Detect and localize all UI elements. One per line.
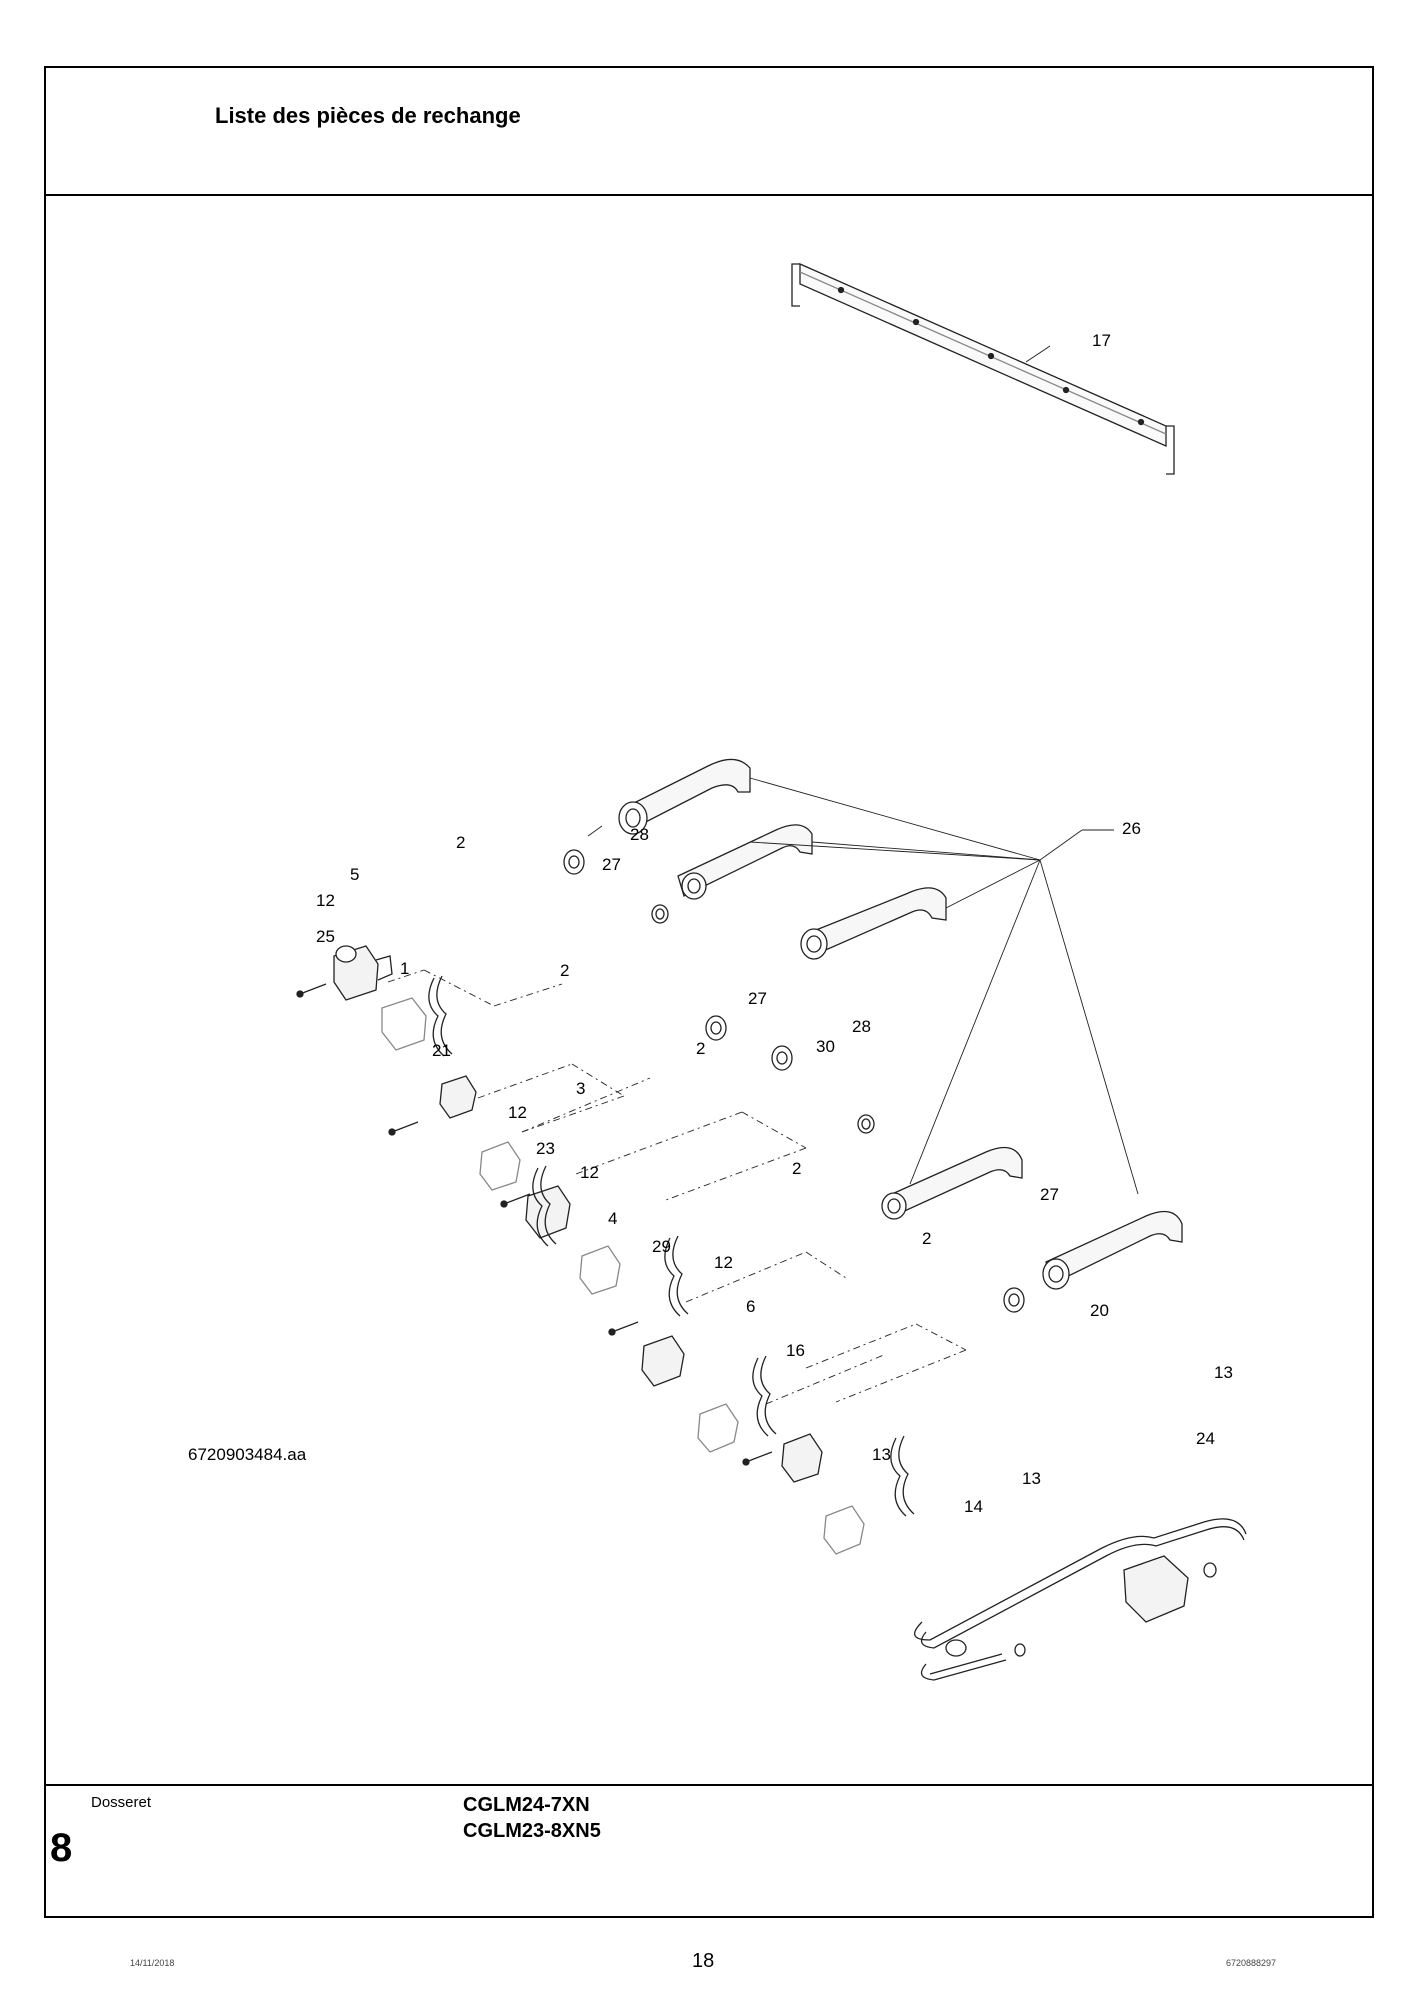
- callout-23: 23: [536, 1139, 555, 1158]
- header: Liste des pièces de rechange: [46, 68, 1372, 196]
- print-date: 14/11/2018: [130, 1958, 175, 1968]
- assembly-lines: [387, 969, 967, 1405]
- callout-30: 30: [816, 1037, 835, 1056]
- exploded-view-drawing: 17 26 28 27 2 5 12 25 1 2 21 27 30 28 3 …: [46, 194, 1372, 1788]
- section-number: 8: [50, 1826, 73, 1870]
- callout-labels: 17 26 28 27 2 5 12 25 1 2 21 27 30 28 3 …: [316, 331, 1233, 1516]
- callout-5: 5: [350, 865, 359, 884]
- callout-14: 14: [964, 1497, 983, 1516]
- callout-2b: 2: [560, 961, 569, 980]
- callout-2c: 2: [696, 1039, 705, 1058]
- callout-16: 16: [786, 1341, 805, 1360]
- pipes: [618, 758, 1183, 1290]
- callout-12b: 12: [508, 1103, 527, 1122]
- page-title: Liste des pièces de rechange: [215, 103, 521, 128]
- screws: [296, 983, 773, 1466]
- callout-25: 25: [316, 927, 335, 946]
- callout-12: 12: [316, 891, 335, 910]
- figure-reference: 6720903484.aa: [188, 1445, 307, 1464]
- callout-4: 4: [608, 1209, 617, 1228]
- seals: [563, 849, 1025, 1313]
- callout-27b: 27: [748, 989, 767, 1008]
- callout-13c: 13: [1022, 1469, 1041, 1488]
- callout-2e: 2: [922, 1229, 931, 1248]
- callout-1: 1: [400, 959, 409, 978]
- callout-24: 24: [1196, 1429, 1215, 1448]
- clips: [428, 975, 915, 1517]
- callout-12d: 12: [714, 1253, 733, 1272]
- callout-2d: 2: [792, 1159, 801, 1178]
- callout-3: 3: [576, 1079, 585, 1098]
- callout-12c: 12: [580, 1163, 599, 1182]
- exploded-view-svg: 17 26 28 27 2 5 12 25 1 2 21 27 30 28 3 …: [188, 263, 1247, 1681]
- callout-28: 28: [630, 825, 649, 844]
- callout-27: 27: [602, 855, 621, 874]
- model-name-1: CGLM24-7XN: [463, 1794, 590, 1816]
- callout-26: 26: [1122, 819, 1141, 838]
- mounting-bracket: [791, 263, 1175, 475]
- callout-29: 29: [652, 1237, 671, 1256]
- callout-27c: 27: [1040, 1185, 1059, 1204]
- callout-21: 21: [432, 1041, 451, 1060]
- section-name: Dosseret: [91, 1794, 152, 1811]
- callout-28b: 28: [852, 1017, 871, 1036]
- valves: [333, 945, 1189, 1623]
- document-number: 6720888297: [1226, 1958, 1277, 1968]
- footer: Dosseret 8 CGLM24-7XN CGLM23-8XN5: [46, 1784, 1372, 1916]
- callout-13b: 13: [872, 1445, 891, 1464]
- leader-lines: [587, 777, 1139, 1195]
- model-name-2: CGLM23-8XN5: [463, 1820, 601, 1842]
- hose-assembly: [914, 1518, 1247, 1681]
- page-number: 18: [692, 1950, 715, 1972]
- callout-20: 20: [1090, 1301, 1109, 1320]
- callout-17: 17: [1092, 331, 1111, 350]
- callout-13: 13: [1214, 1363, 1233, 1382]
- callout-2: 2: [456, 833, 465, 852]
- callout-6: 6: [746, 1297, 755, 1316]
- page-frame: Liste des pièces de rechange: [44, 66, 1374, 1918]
